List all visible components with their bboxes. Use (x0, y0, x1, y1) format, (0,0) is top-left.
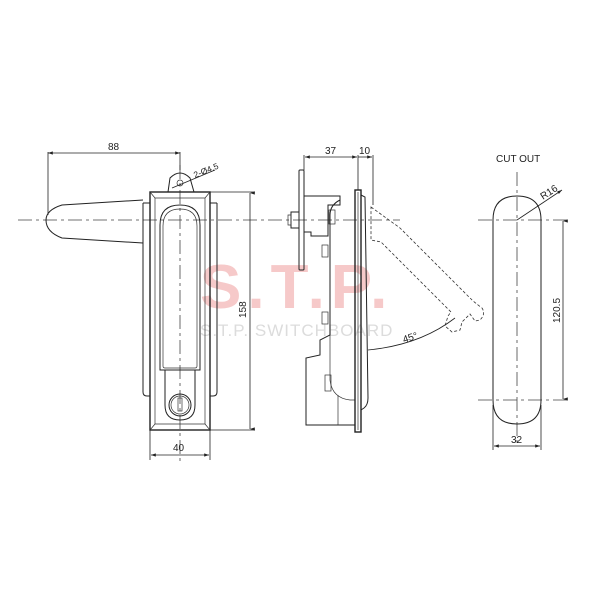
dim-10-label: 10 (359, 146, 371, 157)
dim-158-label: 158 (238, 301, 249, 318)
handle-body (149, 191, 211, 431)
watermark-subtitle: S.T.P. SWITCHBOARD (200, 321, 393, 340)
dim-88-label: 88 (108, 142, 120, 153)
backplate-right (210, 203, 218, 397)
backplate-left (142, 203, 150, 397)
dim-r16-label: R16 (539, 183, 561, 202)
dim-32-label: 32 (511, 435, 523, 446)
watermark: S.T.P. S.T.P. SWITCHBOARD (200, 253, 393, 340)
dim-40-label: 40 (173, 443, 185, 454)
dim-45-label: 45° (402, 331, 420, 346)
angle-arc (367, 317, 456, 351)
mounting-ear (167, 172, 195, 193)
side-view: 45° 37 10 (287, 146, 484, 433)
lever-handle (45, 199, 144, 244)
watermark-brand: S.T.P. (200, 253, 393, 322)
key-cylinder (168, 393, 192, 417)
lock-housing (164, 370, 196, 421)
cutout-title: CUT OUT (496, 154, 540, 165)
key-slot (177, 397, 183, 412)
open-handle-phantom (370, 206, 484, 333)
dim-120-5-label: 120.5 (552, 298, 563, 323)
side-cam (304, 195, 341, 237)
dim-hole-label: 2-Ø4.5 (192, 161, 220, 180)
cutout-slot (492, 195, 542, 425)
cutout-view: CUT OUT R16 120.5 32 (478, 154, 570, 450)
grip-recess (159, 204, 201, 371)
side-body (305, 199, 355, 426)
dim-37-label: 37 (325, 146, 337, 157)
